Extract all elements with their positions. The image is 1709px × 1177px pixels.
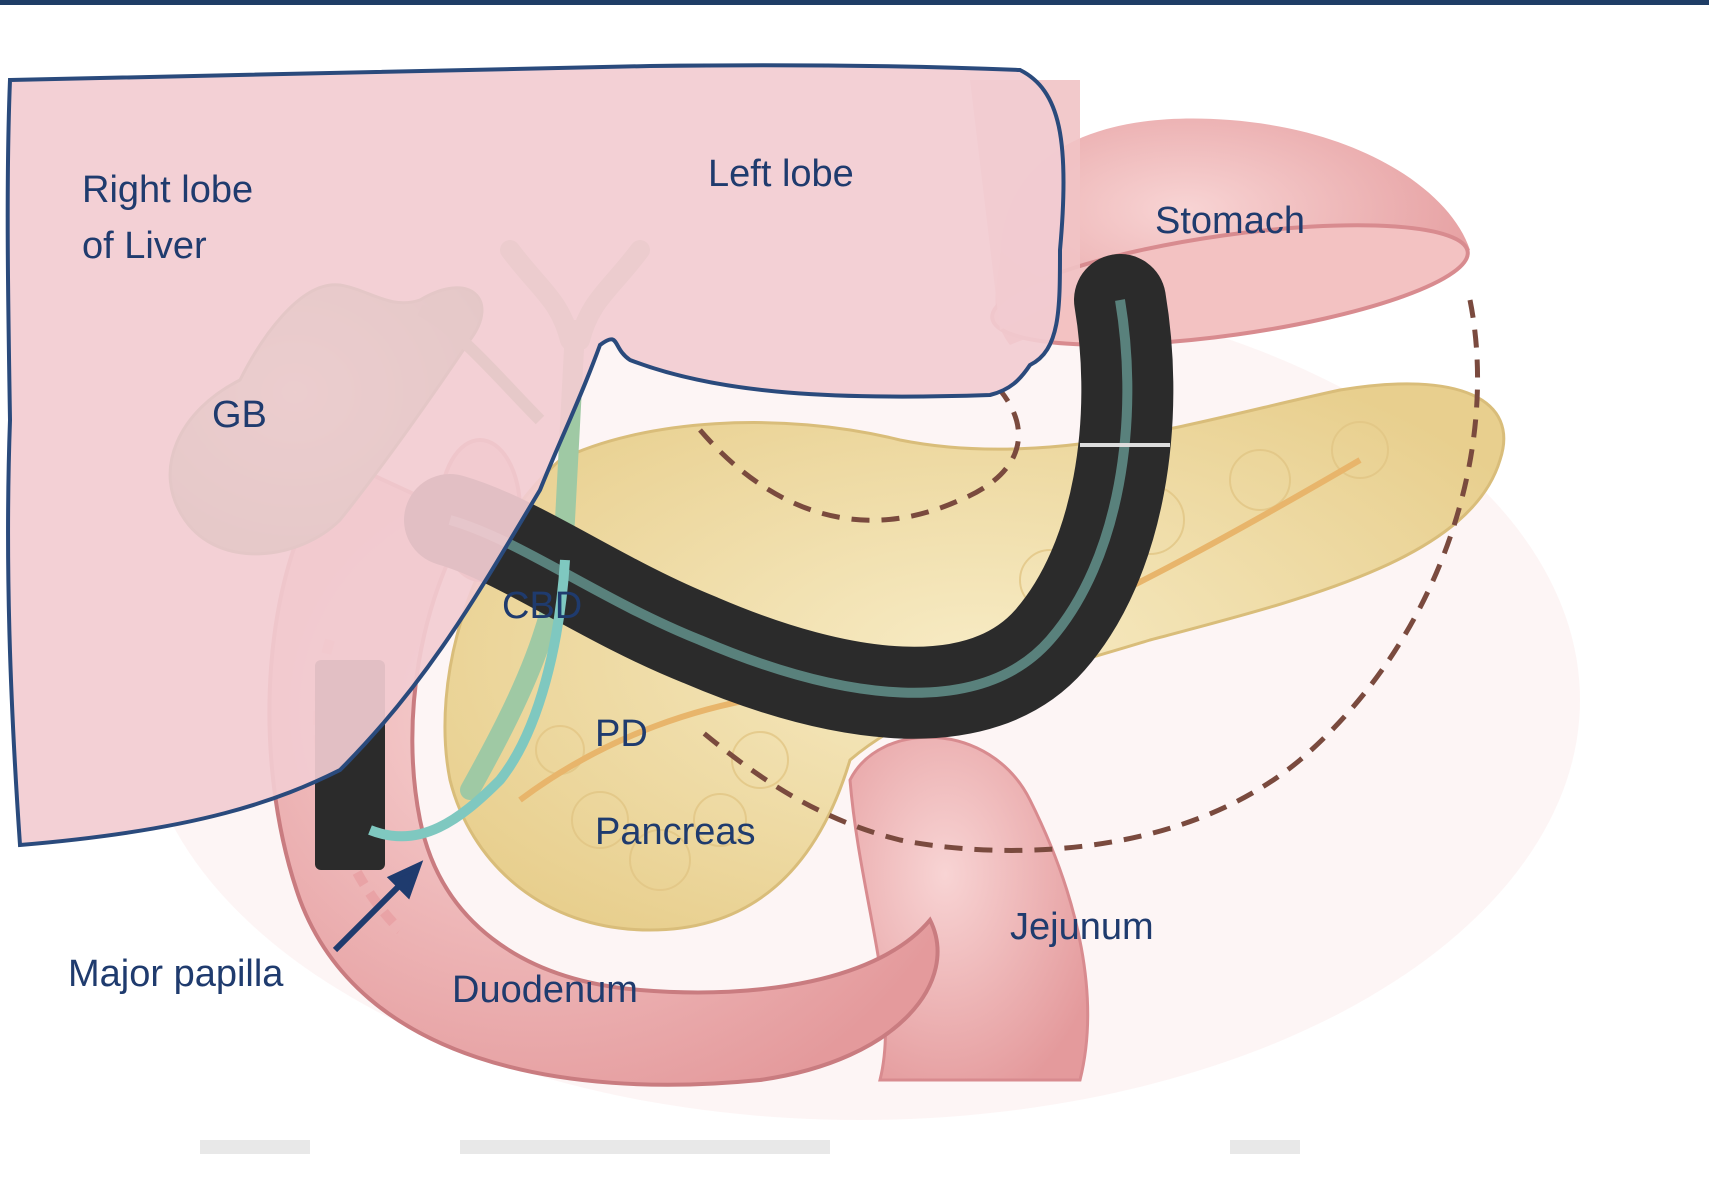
label-major-papilla: Major papilla (68, 946, 283, 1002)
label-gb: GB (212, 387, 267, 443)
label-duodenum: Duodenum (452, 962, 638, 1018)
label-jejunum: Jejunum (1010, 899, 1154, 955)
label-left-lobe: Left lobe (708, 146, 854, 202)
faint-footer (200, 1140, 1300, 1154)
label-stomach: Stomach (1155, 193, 1305, 249)
label-pd: PD (595, 706, 648, 762)
label-cbd: CBD (502, 578, 582, 634)
label-right-lobe: Right lobe of Liver (82, 162, 253, 274)
label-pancreas: Pancreas (595, 804, 756, 860)
